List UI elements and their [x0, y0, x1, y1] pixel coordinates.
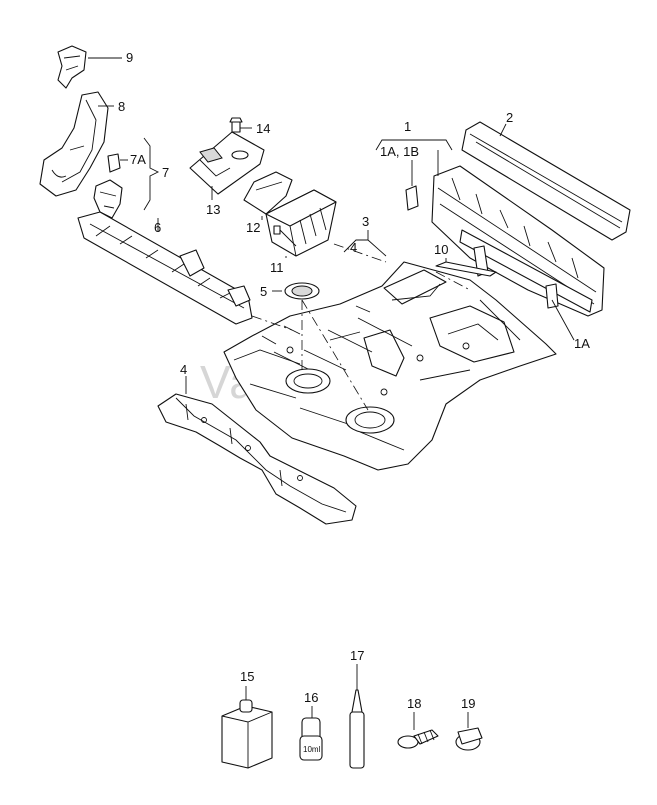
part-8-side-member	[39, 91, 109, 197]
label-2: 2	[506, 110, 513, 125]
label-1: 1	[404, 119, 411, 134]
assembly-lines	[251, 243, 471, 411]
part-6-cross-member	[77, 211, 253, 325]
label-14: 14	[256, 121, 270, 136]
part-15-container	[221, 686, 273, 769]
part-7-bracket	[93, 179, 123, 219]
part-2-upper-rail	[461, 121, 631, 241]
part-11-storage-tub	[265, 189, 337, 257]
label-9: 9	[126, 50, 133, 65]
part-7a-bracket	[107, 153, 121, 173]
part-18-clip	[397, 712, 439, 749]
part-10-strip	[435, 261, 497, 277]
label-1a: 1A	[574, 336, 590, 351]
part-13-panel	[189, 131, 265, 195]
label-3: 3	[362, 214, 369, 229]
label-7: 7	[162, 165, 169, 180]
part-1-rear-panel	[431, 165, 605, 317]
label-19: 19	[461, 696, 475, 711]
callout-labels: 9 8 7A 7 6 13 14 12 11 5 4 3 4 1 1A, 1B …	[118, 50, 590, 711]
label-17: 17	[350, 648, 364, 663]
label-12: 12	[246, 220, 260, 235]
label-7a: 7A	[130, 152, 146, 167]
label-leaders	[88, 57, 575, 394]
part-5-plug	[284, 282, 320, 300]
part-1ab-clip	[405, 185, 419, 211]
bottle-volume-label: 10ml	[303, 745, 321, 754]
label-11: 11	[270, 260, 284, 275]
label-18: 18	[407, 696, 421, 711]
part-3-floor-pan	[223, 261, 557, 471]
part-9-bracket	[57, 45, 87, 89]
part-16-bottle: 10ml	[299, 706, 323, 761]
part-4-floor-member	[157, 393, 357, 525]
label-6: 6	[154, 220, 161, 235]
part-14-bolt	[229, 117, 243, 133]
label-10: 10	[434, 242, 448, 257]
label-16: 16	[304, 690, 318, 705]
label-8: 8	[118, 99, 125, 114]
label-4-lower: 4	[180, 362, 187, 377]
label-4-upper: 4	[350, 240, 357, 255]
part-17-cartridge	[349, 664, 365, 769]
label-13: 13	[206, 202, 220, 217]
label-1a-1b: 1A, 1B	[380, 144, 419, 159]
label-15: 15	[240, 669, 254, 684]
label-5: 5	[260, 284, 267, 299]
part-19-plug	[455, 712, 483, 751]
